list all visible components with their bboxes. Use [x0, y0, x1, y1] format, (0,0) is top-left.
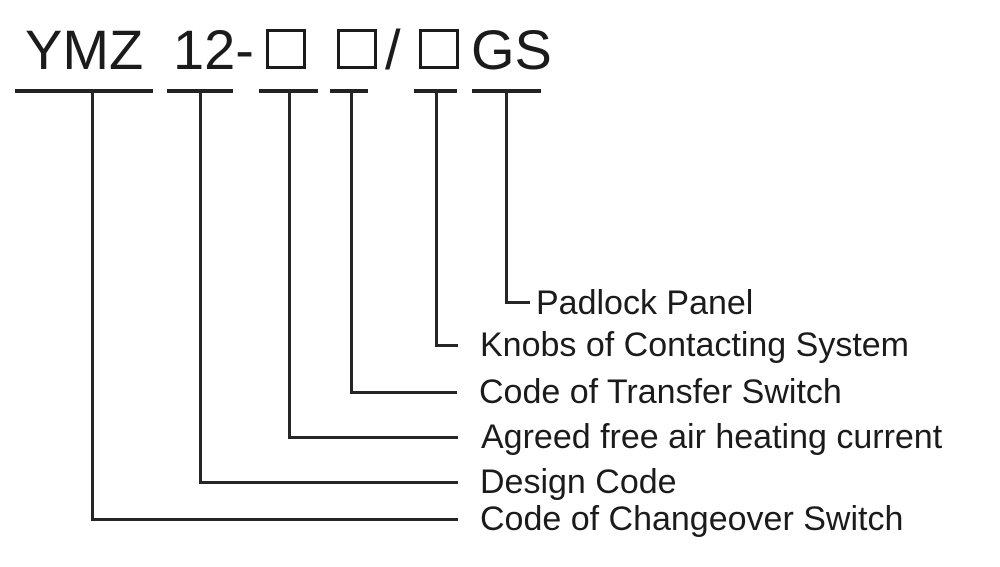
underline-series [15, 89, 153, 93]
leader-horizontal-heating [288, 436, 458, 439]
leader-vertical-knobs [435, 90, 438, 347]
label-transfer-switch-code: Code of Transfer Switch [479, 373, 842, 411]
model-design-text: 12- [173, 18, 254, 81]
leader-horizontal-knobs [435, 344, 458, 347]
model-series-text: YMZ [25, 18, 144, 81]
leader-vertical-design-code [199, 90, 202, 484]
slash-text: / [385, 18, 401, 81]
label-padlock-panel: Padlock Panel [536, 284, 754, 322]
leader-horizontal-padlock [505, 301, 530, 304]
placeholder-box-1 [266, 29, 306, 69]
leader-vertical-padlock [505, 90, 508, 304]
label-knobs-contacting: Knobs of Contacting System [480, 326, 910, 364]
leader-horizontal-transfer [350, 391, 457, 394]
placeholder-box-2 [337, 29, 377, 69]
leader-horizontal-changeover [91, 518, 458, 521]
leader-vertical-transfer [350, 90, 353, 394]
leader-horizontal-design-code [199, 481, 458, 484]
leader-vertical-changeover [91, 90, 94, 521]
label-heating-current: Agreed free air heating current [481, 418, 943, 456]
placeholder-box-3 [419, 29, 459, 69]
model-suffix-text: GS [471, 18, 552, 81]
label-changeover-switch-code: Code of Changeover Switch [480, 500, 904, 538]
label-design-code: Design Code [480, 463, 677, 501]
underline-box2 [330, 89, 368, 93]
leader-vertical-heating [288, 90, 291, 439]
